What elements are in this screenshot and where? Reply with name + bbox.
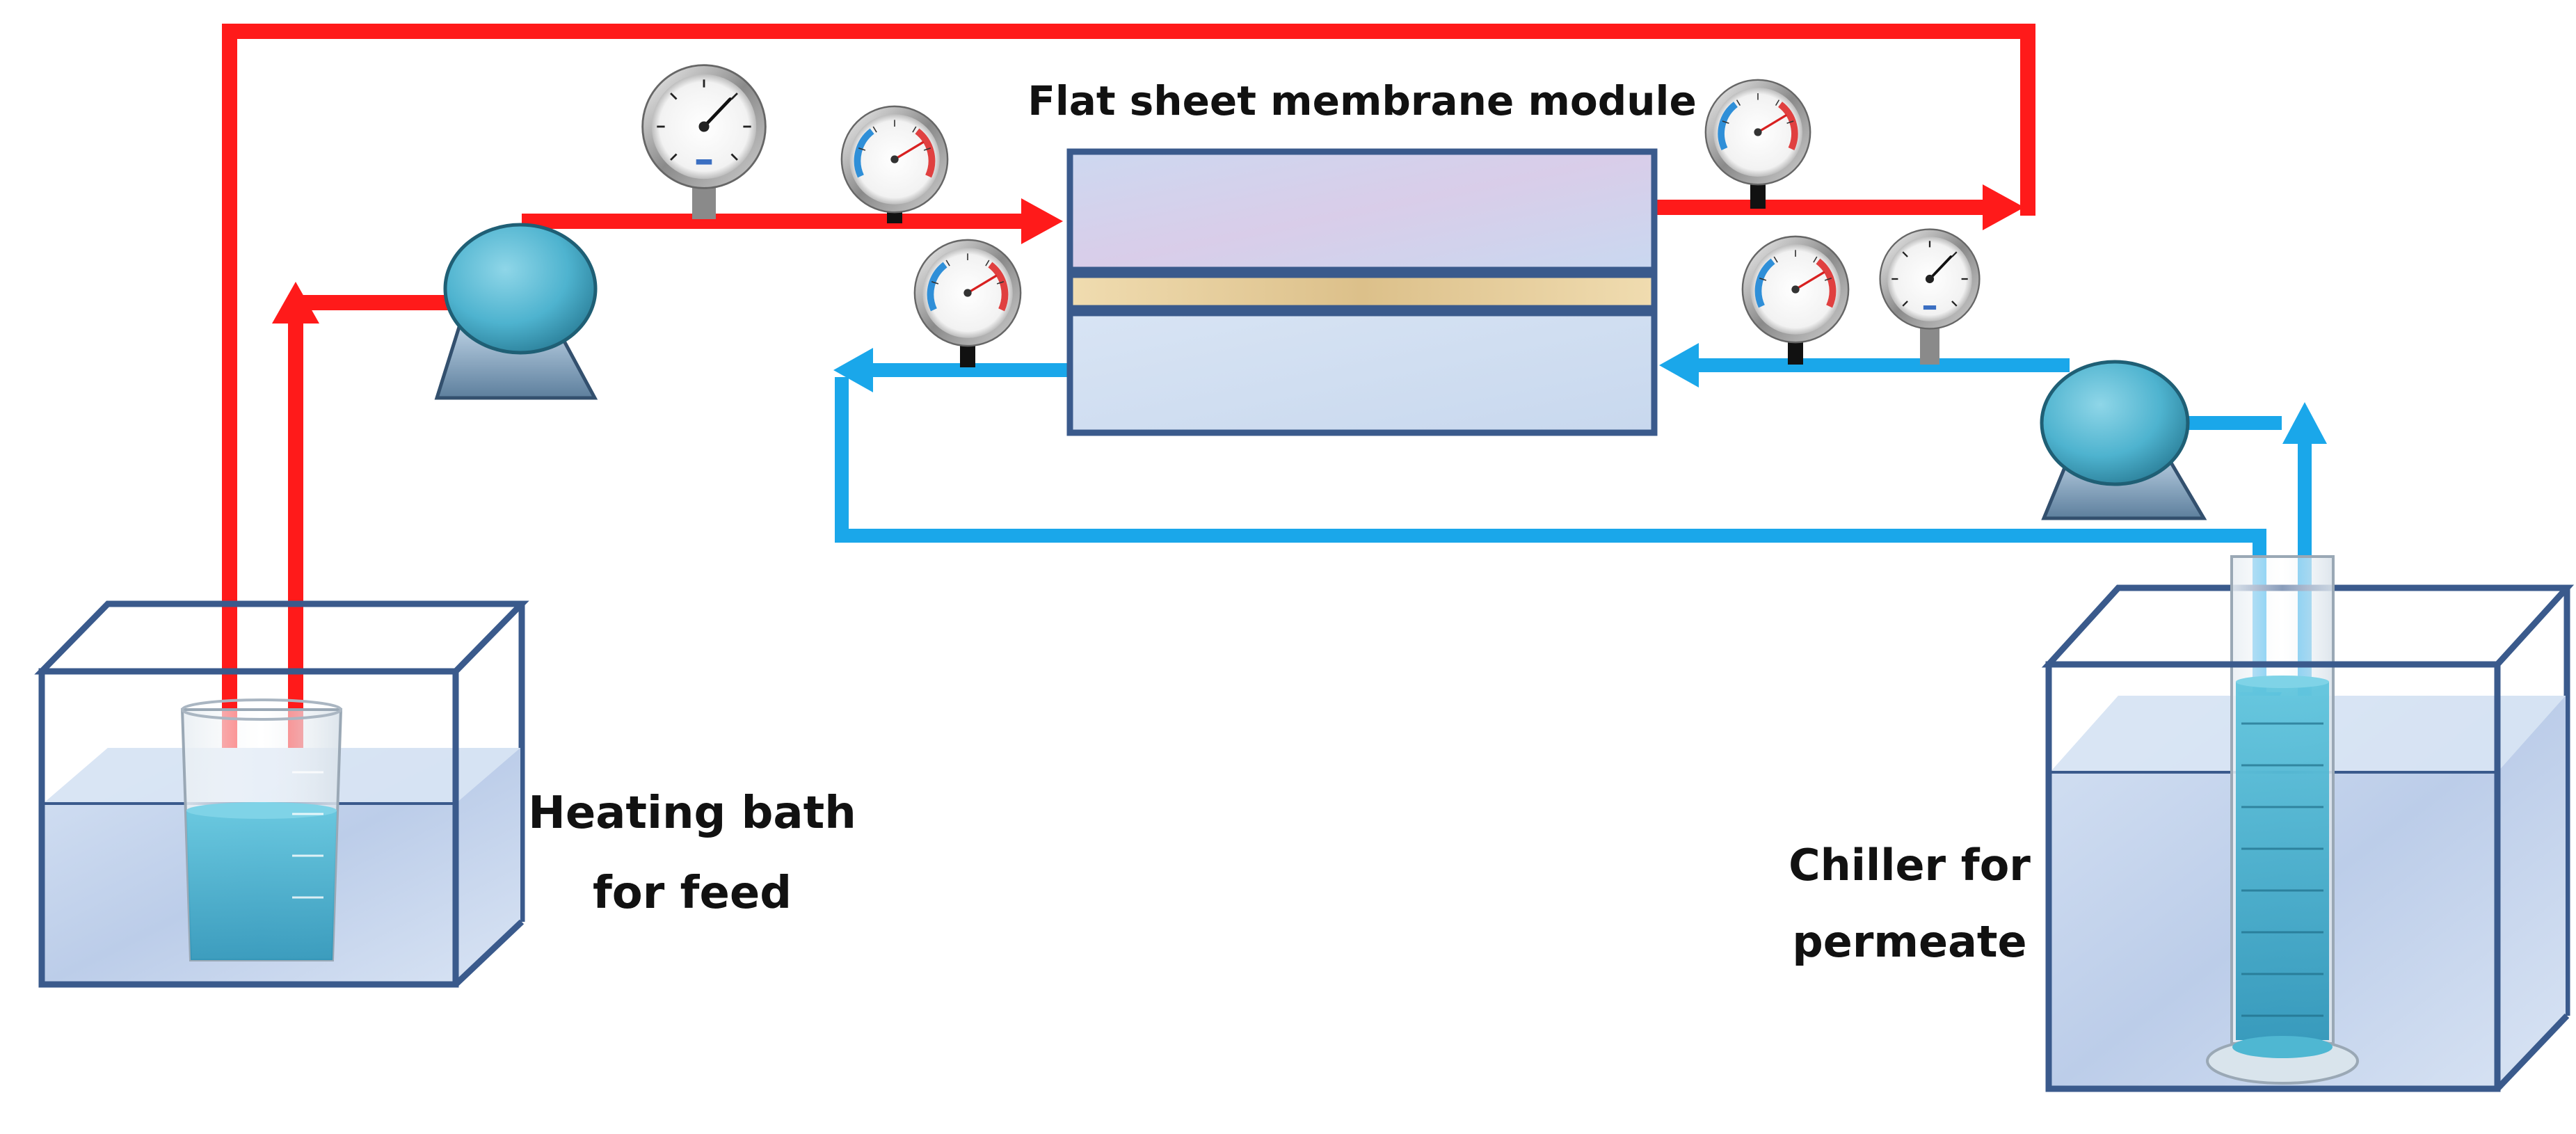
chiller — [2041, 555, 2575, 1092]
temperature-gauge-icon — [842, 106, 947, 223]
module-label: Flat sheet membrane module — [1027, 77, 1697, 125]
beaker-icon — [180, 698, 343, 961]
permeate-chamber — [1066, 310, 1658, 436]
membrane-sheet — [1066, 271, 1658, 312]
pressure-gauge-icon — [1878, 227, 1981, 365]
feed-line — [222, 24, 2035, 873]
temperature-gauge-icon — [1743, 237, 1848, 365]
pressure-gauge-icon — [643, 65, 766, 219]
heating-bath-label-line2: for feed — [593, 868, 792, 919]
feed-chamber — [1066, 148, 1658, 273]
heating-bath — [34, 600, 529, 988]
pump-icon — [434, 223, 598, 400]
temperature-gauge-icon — [915, 240, 1021, 367]
membrane-module — [1066, 148, 1658, 436]
heating-bath-label-line1: Heating bath — [528, 788, 856, 839]
graduated-cylinder-icon — [2206, 555, 2359, 1085]
chiller-label-line2: permeate — [1792, 916, 2026, 967]
temperature-gauge-icon — [1706, 80, 1810, 209]
pump-icon — [2040, 360, 2207, 520]
chiller-label-line1: Chiller for — [1789, 840, 2031, 891]
